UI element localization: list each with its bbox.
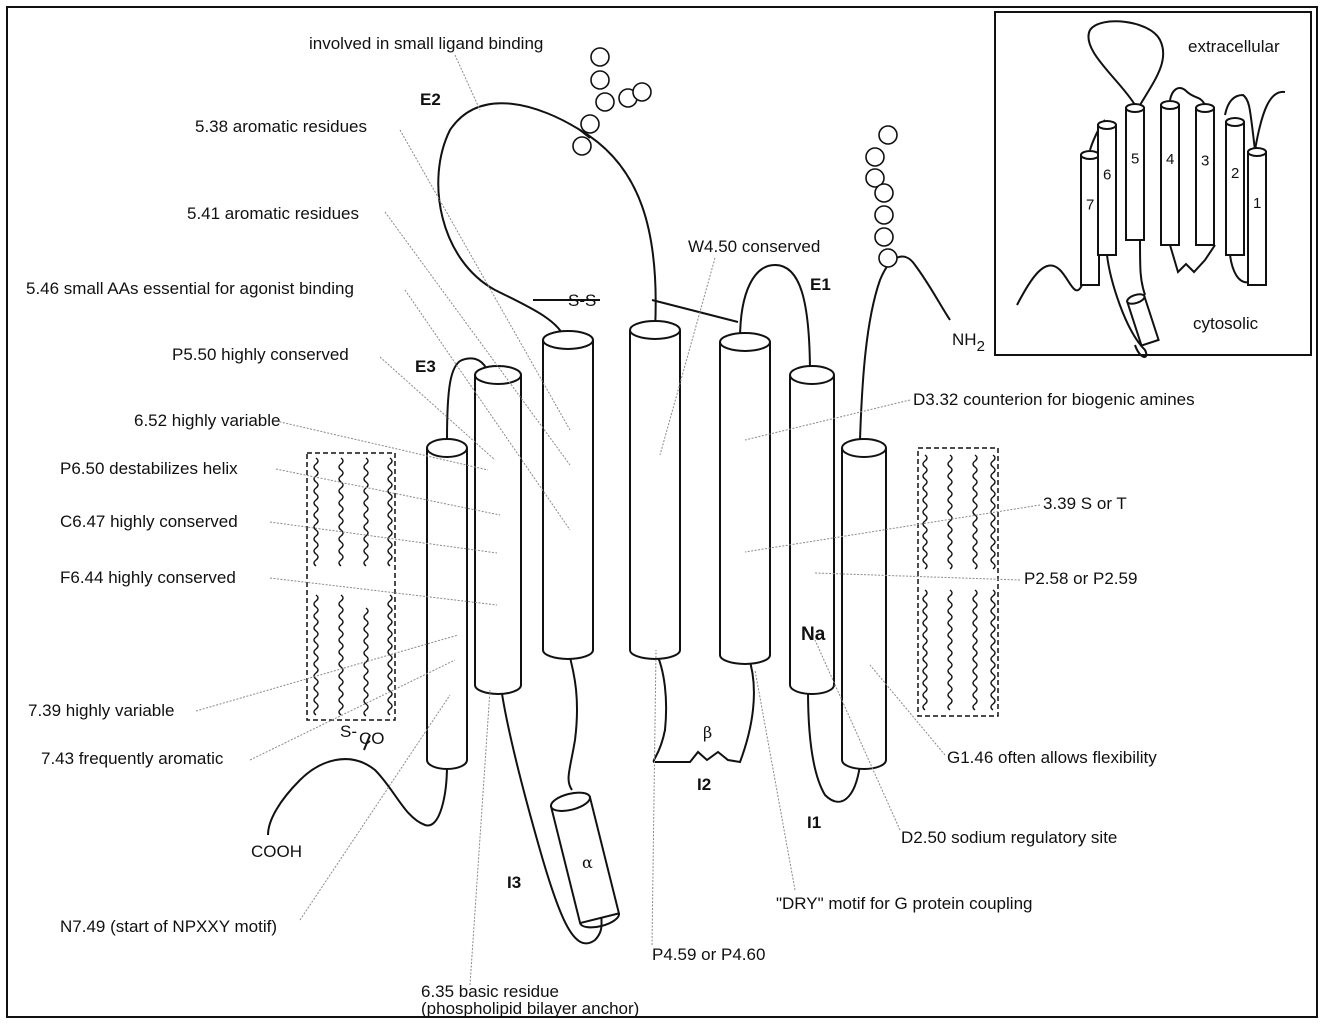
annotation-d332: D3.32 counterion for biogenic amines <box>913 390 1195 409</box>
annotation-c647: C6.47 highly conserved <box>60 512 238 531</box>
amino-terminus-label: NH2 <box>952 330 985 355</box>
annotation-d250: D2.50 sodium regulatory site <box>901 828 1117 847</box>
inset-helix-2-number: 2 <box>1231 165 1239 182</box>
annotation-339: 3.39 S or T <box>1043 494 1127 513</box>
inset-helix-3-number: 3 <box>1201 153 1209 170</box>
inset-helix-3: 3 <box>1196 104 1214 245</box>
palmitoyl-s-label: S- <box>340 722 357 741</box>
inset-helix-4: 4 <box>1161 101 1179 245</box>
membrane-left <box>307 453 395 720</box>
membrane-right <box>918 448 998 716</box>
annotation-546: 5.46 small AAs essential for agonist bin… <box>26 279 354 298</box>
inset-helix-2: 2 <box>1226 118 1244 255</box>
helix-7 <box>427 439 467 769</box>
loop-e1-label: E1 <box>810 275 831 294</box>
inset-cytosolic-label: cytosolic <box>1193 314 1259 333</box>
beta-label: β <box>703 723 712 742</box>
transmembrane-helices <box>427 321 886 769</box>
annotation-dry: "DRY" motif for G protein coupling <box>776 894 1032 913</box>
inset-helix-5: 5 <box>1126 104 1144 240</box>
annotation-635-line2: (phospholipid bilayer anchor) <box>421 999 639 1018</box>
inset-helix-4-number: 4 <box>1166 151 1174 168</box>
loop-i1-label: I1 <box>807 813 821 832</box>
annotation-n749: N7.49 (start of NPXXY motif) <box>60 917 277 936</box>
sodium-label: Na <box>801 624 826 645</box>
helix-3 <box>720 333 770 664</box>
annotation-p258: P2.58 or P2.59 <box>1024 569 1137 588</box>
annotation-739: 7.39 highly variable <box>28 701 174 720</box>
annotation-541: 5.41 aromatic residues <box>187 204 359 223</box>
glycosylation-chains <box>573 48 897 267</box>
annotation-f644: F6.44 highly conserved <box>60 568 236 587</box>
loop-i3-label: I3 <box>507 873 521 892</box>
helix-5 <box>543 331 593 659</box>
inset-helix-7: 7 <box>1081 151 1099 285</box>
annotation-652: 6.52 highly variable <box>134 411 280 430</box>
loop-i2-label: I2 <box>697 775 711 794</box>
inset-helix-7-number: 7 <box>1086 197 1094 214</box>
inset-helix-1: 1 <box>1248 148 1266 285</box>
annotation-p459: P4.59 or P4.60 <box>652 945 765 964</box>
palmitoyl-co-label: CO <box>359 729 385 748</box>
helix-1 <box>842 439 886 769</box>
loop-e3-label: E3 <box>415 357 436 376</box>
annotation-ligand-binding: involved in small ligand binding <box>309 34 543 53</box>
annotation-p650: P6.50 destabilizes helix <box>60 459 238 478</box>
inset-helix-6-number: 6 <box>1103 167 1111 184</box>
disulfide-bond-label: S-S <box>568 291 596 310</box>
loop-e2-label: E2 <box>420 90 441 109</box>
annotation-g146: G1.46 often allows flexibility <box>947 748 1157 767</box>
annotation-p550: P5.50 highly conserved <box>172 345 349 364</box>
inset-helix-6: 6 <box>1098 121 1116 255</box>
topology-inset: extracellular cytosolic 76 5 4 3 21 <box>995 12 1311 357</box>
inset-helix-5-number: 5 <box>1131 150 1139 167</box>
helix-6 <box>475 366 521 694</box>
alpha-label: α <box>582 853 593 872</box>
annotation-w450: W4.50 conserved <box>688 237 820 256</box>
annotation-538: 5.38 aromatic residues <box>195 117 367 136</box>
inset-extracellular-label: extracellular <box>1188 37 1280 56</box>
helix-4 <box>630 321 680 659</box>
annotation-743: 7.43 frequently aromatic <box>41 749 224 768</box>
carboxyl-terminus-label: COOH <box>251 842 302 861</box>
inset-helix-1-number: 1 <box>1253 195 1261 212</box>
